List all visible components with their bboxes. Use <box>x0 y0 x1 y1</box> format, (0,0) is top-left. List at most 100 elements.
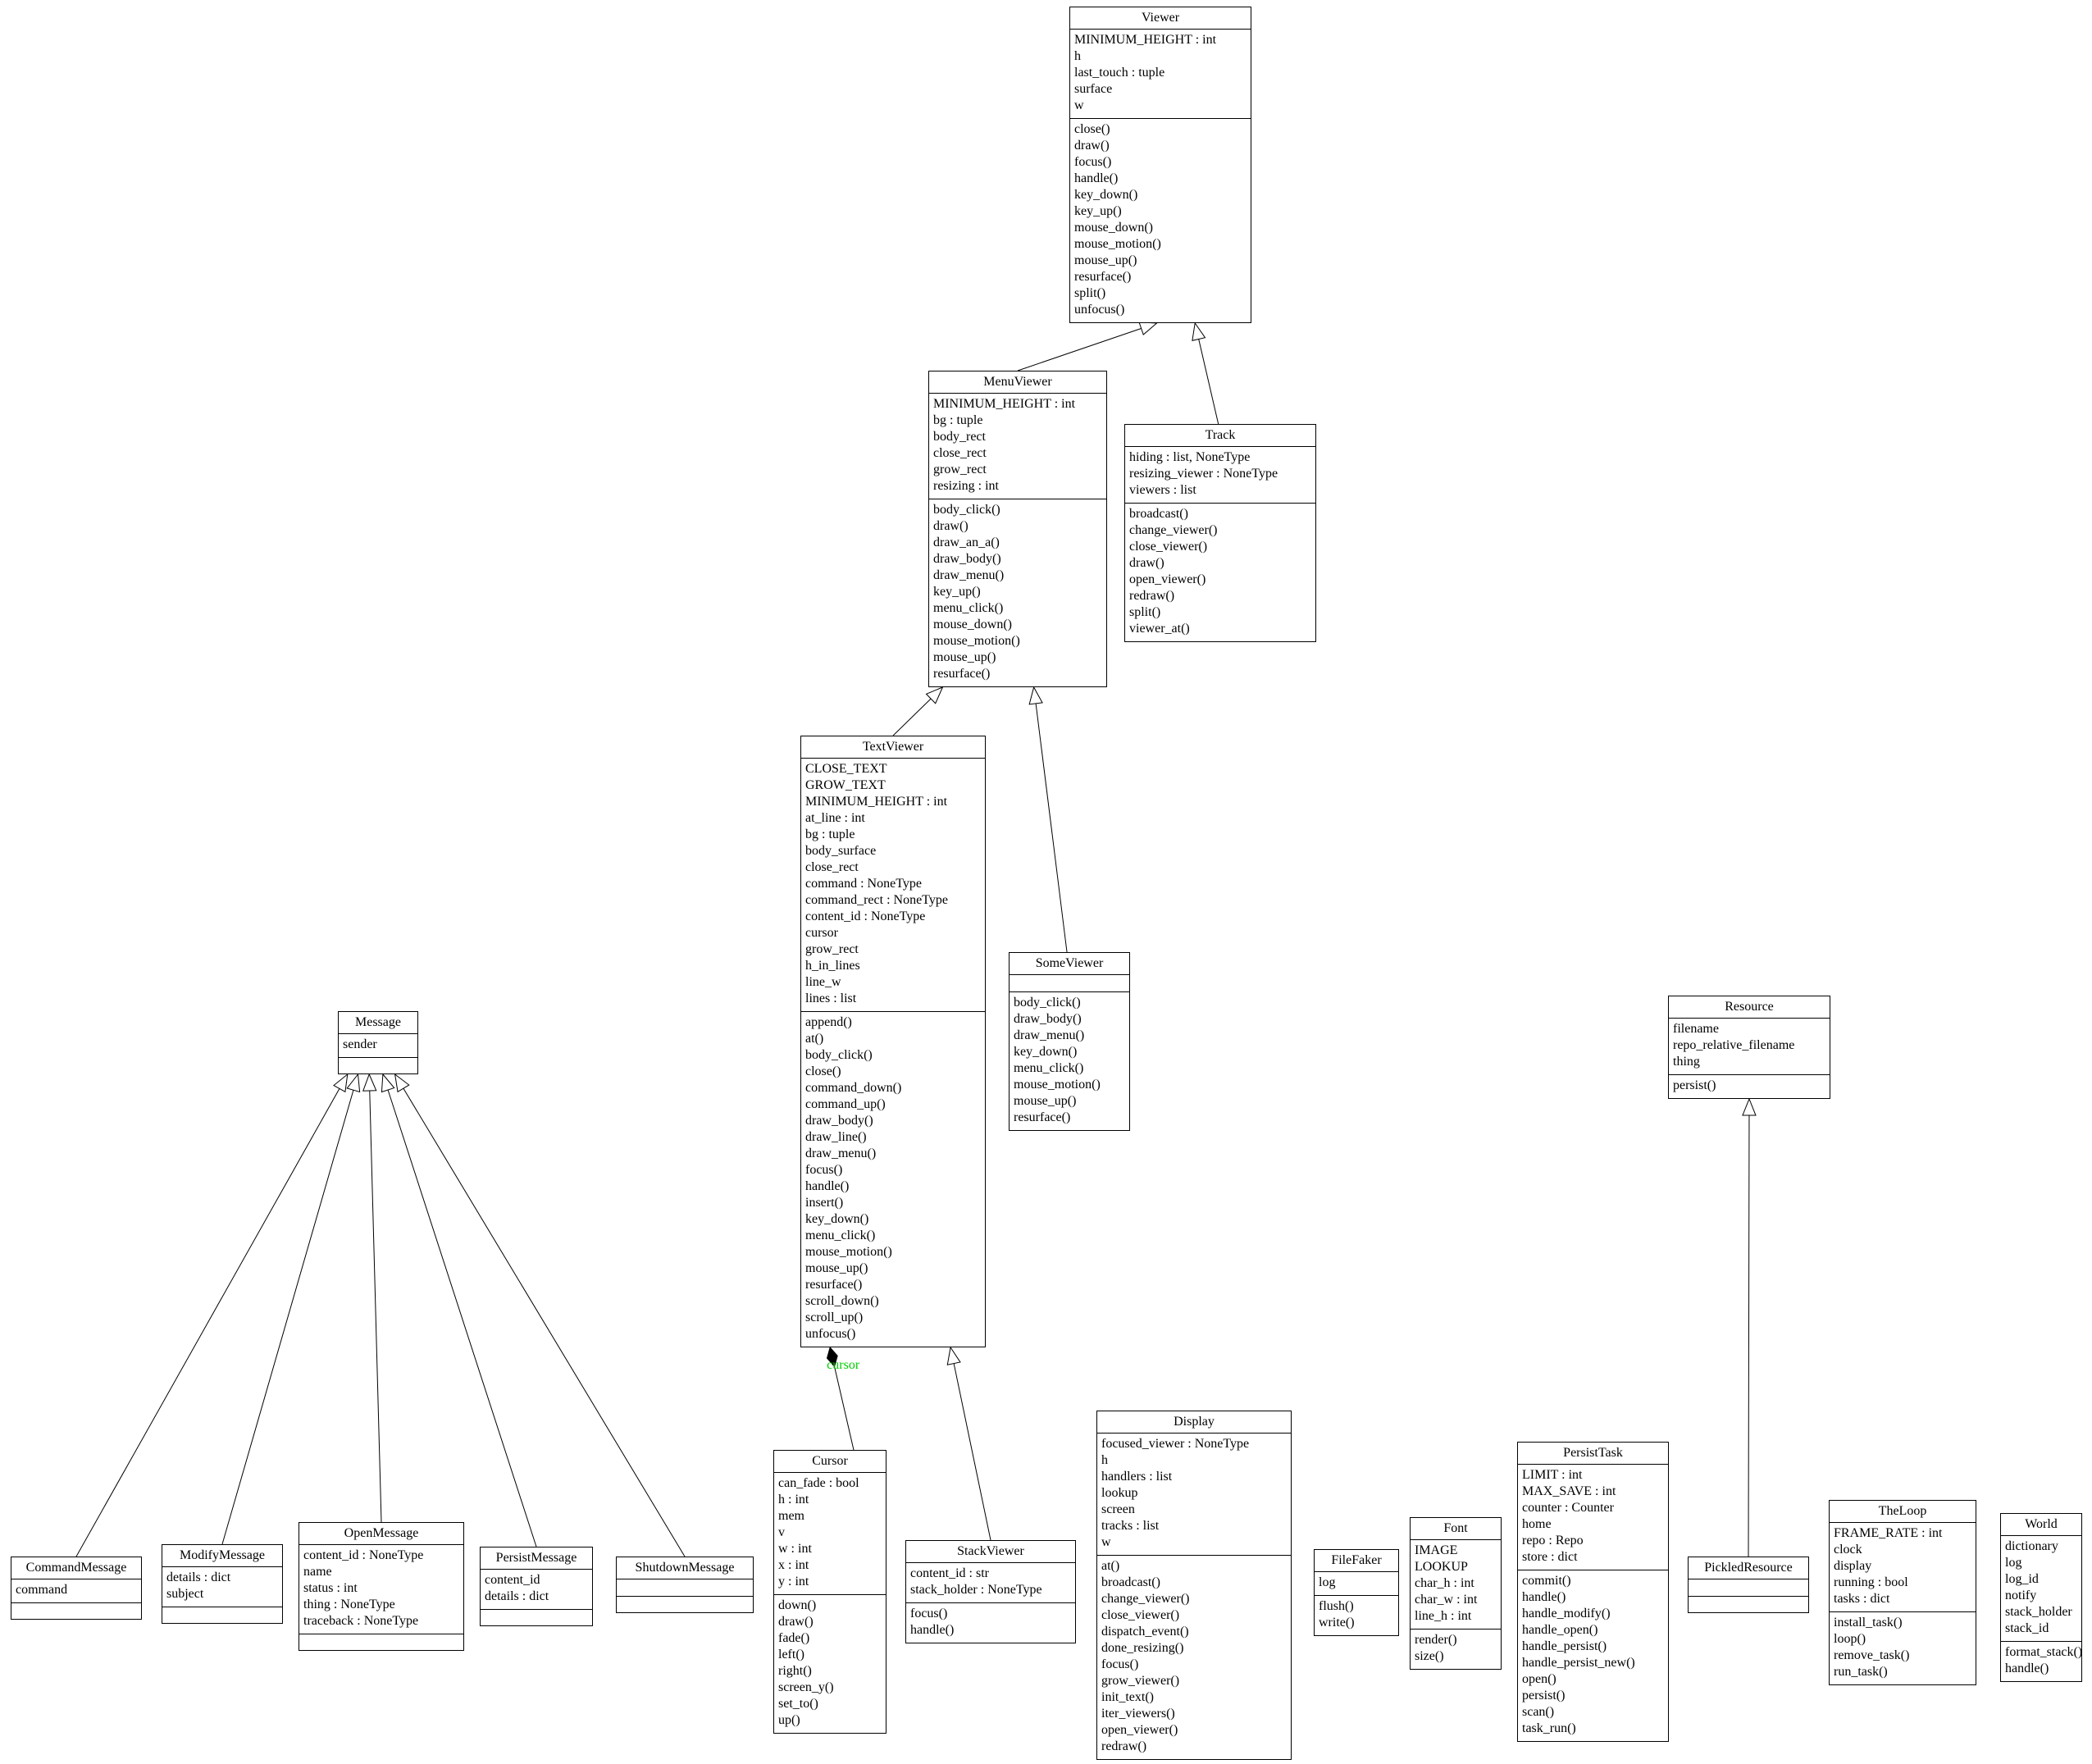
attribute: stack_holder <box>2005 1605 2072 1619</box>
attribute: lookup <box>1101 1486 1138 1500</box>
method: draw_menu() <box>1014 1028 1085 1042</box>
attribute: IMAGE <box>1415 1543 1458 1557</box>
method: mouse_motion() <box>1074 237 1161 251</box>
attribute: focused_viewer : NoneType <box>1101 1437 1250 1451</box>
attribute: FRAME_RATE : int <box>1834 1526 1943 1540</box>
methods-compartment: render()size() <box>1411 1629 1501 1669</box>
method: key_down() <box>1014 1045 1078 1059</box>
method: down() <box>778 1598 817 1612</box>
class-title: SomeViewer <box>1010 953 1129 975</box>
inheritance-arrowhead <box>346 1073 361 1093</box>
inheritance-edge-SomeViewer-MenuViewer <box>1035 703 1068 953</box>
method: dispatch_event() <box>1101 1625 1189 1639</box>
class-title: Resource <box>1669 996 1830 1019</box>
method: commit() <box>1522 1574 1571 1588</box>
method: draw_menu() <box>933 568 1005 582</box>
method: handle_modify() <box>1522 1607 1611 1620</box>
methods-compartment: append()at()body_click()close()command_d… <box>801 1011 985 1347</box>
method: broadcast() <box>1129 507 1188 521</box>
method: open() <box>1522 1672 1556 1686</box>
method: draw_line() <box>805 1130 867 1144</box>
method: scan() <box>1522 1705 1555 1719</box>
method: mouse_motion() <box>805 1245 892 1259</box>
method: draw() <box>933 519 969 533</box>
methods-compartment <box>617 1596 753 1612</box>
attribute: bg : tuple <box>933 413 983 427</box>
method: handle() <box>805 1179 850 1193</box>
attribute: log_id <box>2005 1572 2039 1586</box>
attribute: MINIMUM_HEIGHT : int <box>933 397 1076 411</box>
inheritance-arrowhead <box>1192 321 1206 341</box>
attribute: command <box>16 1583 68 1597</box>
method: close_viewer() <box>1101 1608 1180 1622</box>
method: split() <box>1129 605 1161 619</box>
method: split() <box>1074 286 1106 300</box>
method: persist() <box>1522 1689 1566 1702</box>
method: resurface() <box>1074 270 1132 284</box>
method: fade() <box>778 1631 810 1645</box>
attribute: thing : NoneType <box>303 1598 395 1611</box>
method: draw_body() <box>805 1114 873 1128</box>
method: resurface() <box>933 667 991 681</box>
attribute: body_rect <box>933 430 986 444</box>
attribute: repo_relative_filename <box>1673 1038 1795 1052</box>
attribute: LOOKUP <box>1415 1560 1468 1574</box>
attribute: dictionary <box>2005 1539 2058 1553</box>
method: draw() <box>1074 139 1110 153</box>
methods-compartment: persist() <box>1669 1074 1830 1098</box>
composition-diamond <box>826 1346 838 1368</box>
method: set_to() <box>778 1697 818 1711</box>
method: flush() <box>1319 1599 1354 1613</box>
inheritance-edge-ModifyMessage-Message <box>221 1090 354 1545</box>
method: mouse_down() <box>1074 221 1153 235</box>
attribute: y : int <box>778 1575 809 1589</box>
inheritance-arrowhead <box>925 686 944 704</box>
attribute: MAX_SAVE : int <box>1522 1484 1616 1498</box>
methods-compartment <box>339 1057 417 1073</box>
method: right() <box>778 1664 812 1678</box>
method: render() <box>1415 1633 1457 1647</box>
methods-compartment: body_click()draw()draw_an_a()draw_body()… <box>929 499 1106 686</box>
attribute: bg : tuple <box>805 827 855 841</box>
attribute: char_h : int <box>1415 1576 1474 1590</box>
method: format_stack() <box>2005 1645 2083 1659</box>
methods-compartment: flush()write() <box>1315 1595 1398 1635</box>
attribute: content_id <box>485 1573 540 1587</box>
inheritance-arrowhead <box>362 1073 377 1092</box>
method: insert() <box>805 1196 844 1210</box>
class-title: TextViewer <box>801 736 985 759</box>
method: draw_body() <box>933 552 1001 566</box>
method: persist() <box>1673 1078 1716 1092</box>
method: key_down() <box>1074 188 1138 202</box>
method: handle_open() <box>1522 1623 1598 1637</box>
methods-compartment <box>299 1634 463 1650</box>
attribute: hiding : list, NoneType <box>1129 450 1251 464</box>
attribute: log <box>1319 1575 1336 1589</box>
attribute: details : dict <box>166 1570 231 1584</box>
attribute: tasks : dict <box>1834 1592 1890 1606</box>
attribute: store : dict <box>1522 1550 1578 1564</box>
attribute: line_h : int <box>1415 1609 1472 1623</box>
method: scroll_up() <box>805 1310 864 1324</box>
method: redraw() <box>1129 589 1175 603</box>
methods-compartment: broadcast()change_viewer()close_viewer()… <box>1125 503 1315 641</box>
method: up() <box>778 1713 800 1727</box>
class-title: StackViewer <box>906 1541 1075 1563</box>
attribute: content_id : NoneType <box>805 909 926 923</box>
method: remove_task() <box>1834 1648 1910 1662</box>
class-ShutdownMessage: ShutdownMessage <box>616 1557 754 1613</box>
attribute: MINIMUM_HEIGHT : int <box>1074 33 1217 47</box>
